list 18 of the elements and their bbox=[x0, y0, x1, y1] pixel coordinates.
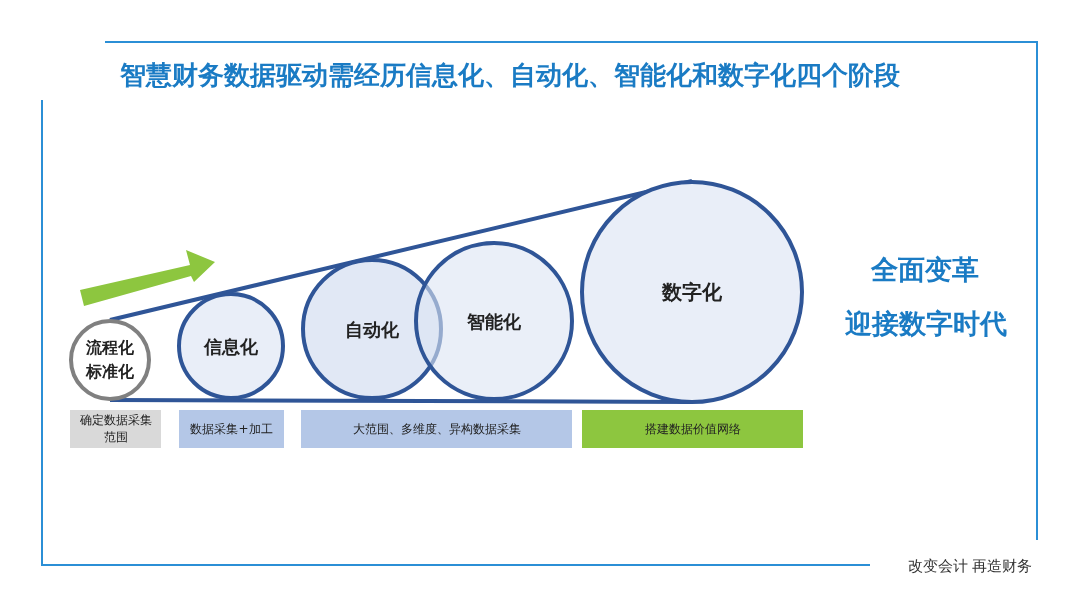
footer-text: 改变会计 再造财务 bbox=[906, 557, 1034, 576]
stage-label: 信息化 bbox=[202, 334, 259, 359]
stage-bar bbox=[70, 410, 161, 448]
bar-label: 确定数据采集范围 bbox=[78, 412, 153, 446]
stage-circle bbox=[414, 241, 574, 401]
heading: 智慧财务数据驱动需经历信息化、自动化、智能化和数字化四个阶段 bbox=[120, 59, 900, 92]
stage-bar bbox=[582, 410, 803, 448]
bar-label: 大范围、多维度、异构数据采集 bbox=[352, 420, 521, 438]
stage-bar bbox=[179, 410, 284, 448]
stage-label: 流程化标准化 bbox=[84, 337, 135, 383]
stage-label: 自动化 bbox=[344, 317, 400, 342]
bar-label: 数据采集+加工 bbox=[190, 420, 273, 438]
stage-bar bbox=[301, 410, 572, 448]
slogan-text: 全面变革 bbox=[870, 253, 980, 287]
slogan-text: 迎接数字时代 bbox=[843, 307, 1008, 341]
stage-label: 智能化 bbox=[466, 309, 522, 334]
stage-label: 数字化 bbox=[661, 279, 723, 306]
bar-label: 搭建数据价值网络 bbox=[644, 420, 741, 438]
